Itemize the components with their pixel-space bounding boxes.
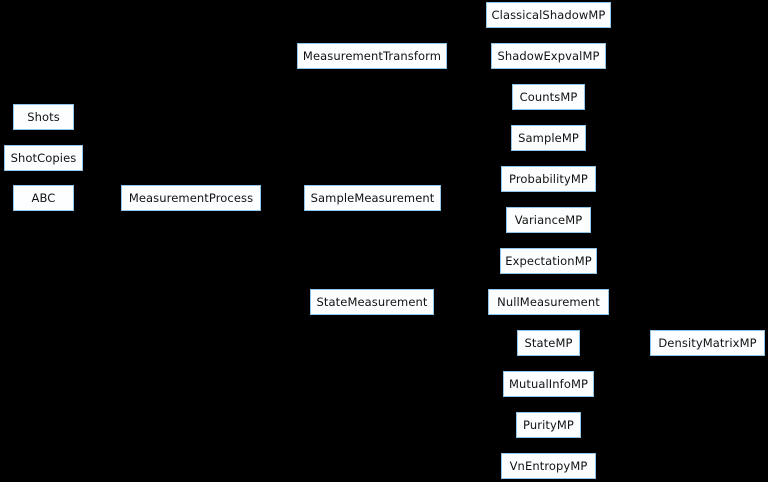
class-node-label: ProbabilityMP (509, 172, 588, 186)
class-node-vnentropymp[interactable]: VnEntropyMP (501, 453, 596, 479)
class-node-label: PurityMP (523, 418, 574, 432)
class-node-label: MutualInfoMP (508, 377, 589, 391)
class-node-expectationmp[interactable]: ExpectationMP (500, 248, 597, 274)
edge-statemeasurement-to-probabilitymp (433, 178, 502, 303)
class-node-label: StateMP (524, 336, 573, 350)
class-node-shotcopies[interactable]: ShotCopies (4, 145, 83, 171)
class-node-abc[interactable]: ABC (13, 185, 74, 211)
edge-measurementprocess-to-statemeasurement (260, 197, 311, 303)
edge-measurementtransform-to-classicalshadowmp (446, 14, 487, 57)
class-node-statemeasurement[interactable]: StateMeasurement (310, 289, 434, 315)
class-node-label: VarianceMP (514, 213, 583, 227)
class-node-label: ShadowExpvalMP (497, 49, 600, 63)
class-node-countsmp[interactable]: CountsMP (512, 84, 585, 110)
class-node-label: CountsMP (519, 90, 578, 104)
class-node-label: Shots (27, 110, 60, 124)
class-node-measurementprocess[interactable]: MeasurementProcess (121, 185, 261, 211)
class-node-nullmeasurement[interactable]: NullMeasurement (488, 289, 609, 315)
edge-statemeasurement-to-vnentropymp (433, 301, 502, 467)
edge-measurementprocess-to-nullmeasurement (260, 197, 489, 303)
class-node-measurementtransform[interactable]: MeasurementTransform (297, 43, 447, 69)
class-node-label: ABC (31, 191, 56, 205)
class-node-probabilitymp[interactable]: ProbabilityMP (501, 166, 596, 192)
class-node-puritymp[interactable]: PurityMP (516, 412, 581, 438)
class-node-label: DensityMatrixMP (658, 336, 757, 350)
class-node-label: ClassicalShadowMP (491, 8, 606, 22)
class-node-label: MeasurementProcess (128, 191, 254, 205)
class-node-label: ExpectationMP (505, 254, 592, 268)
class-node-label: SampleMeasurement (310, 191, 435, 205)
class-node-label: SampleMP (518, 131, 579, 145)
edge-samplemeasurement-to-expectationmp (440, 197, 501, 262)
class-node-mutualinfomp[interactable]: MutualInfoMP (503, 371, 594, 397)
edge-samplemeasurement-to-probabilitymp (440, 178, 502, 199)
class-node-label: VnEntropyMP (509, 459, 588, 473)
class-node-variancemp[interactable]: VarianceMP (506, 207, 591, 233)
class-node-statemp[interactable]: StateMP (517, 330, 580, 356)
class-node-samplemp[interactable]: SampleMP (511, 125, 586, 151)
class-node-label: ShotCopies (10, 151, 77, 165)
edge-samplemeasurement-to-variancemp (440, 197, 507, 221)
edge-statemeasurement-to-puritymp (433, 301, 517, 426)
class-node-shadowexpvalmp[interactable]: ShadowExpvalMP (491, 43, 606, 69)
edge-measurementprocess-to-measurementtransform (260, 55, 298, 199)
class-node-densitymatrixmp[interactable]: DensityMatrixMP (650, 330, 765, 356)
class-node-samplemeasurement[interactable]: SampleMeasurement (304, 185, 441, 211)
class-node-shots[interactable]: Shots (13, 104, 74, 130)
class-node-classicalshadowmp[interactable]: ClassicalShadowMP (486, 2, 611, 28)
class-node-label: MeasurementTransform (302, 49, 442, 63)
class-node-label: NullMeasurement (497, 295, 600, 309)
class-node-label: StateMeasurement (316, 295, 428, 309)
